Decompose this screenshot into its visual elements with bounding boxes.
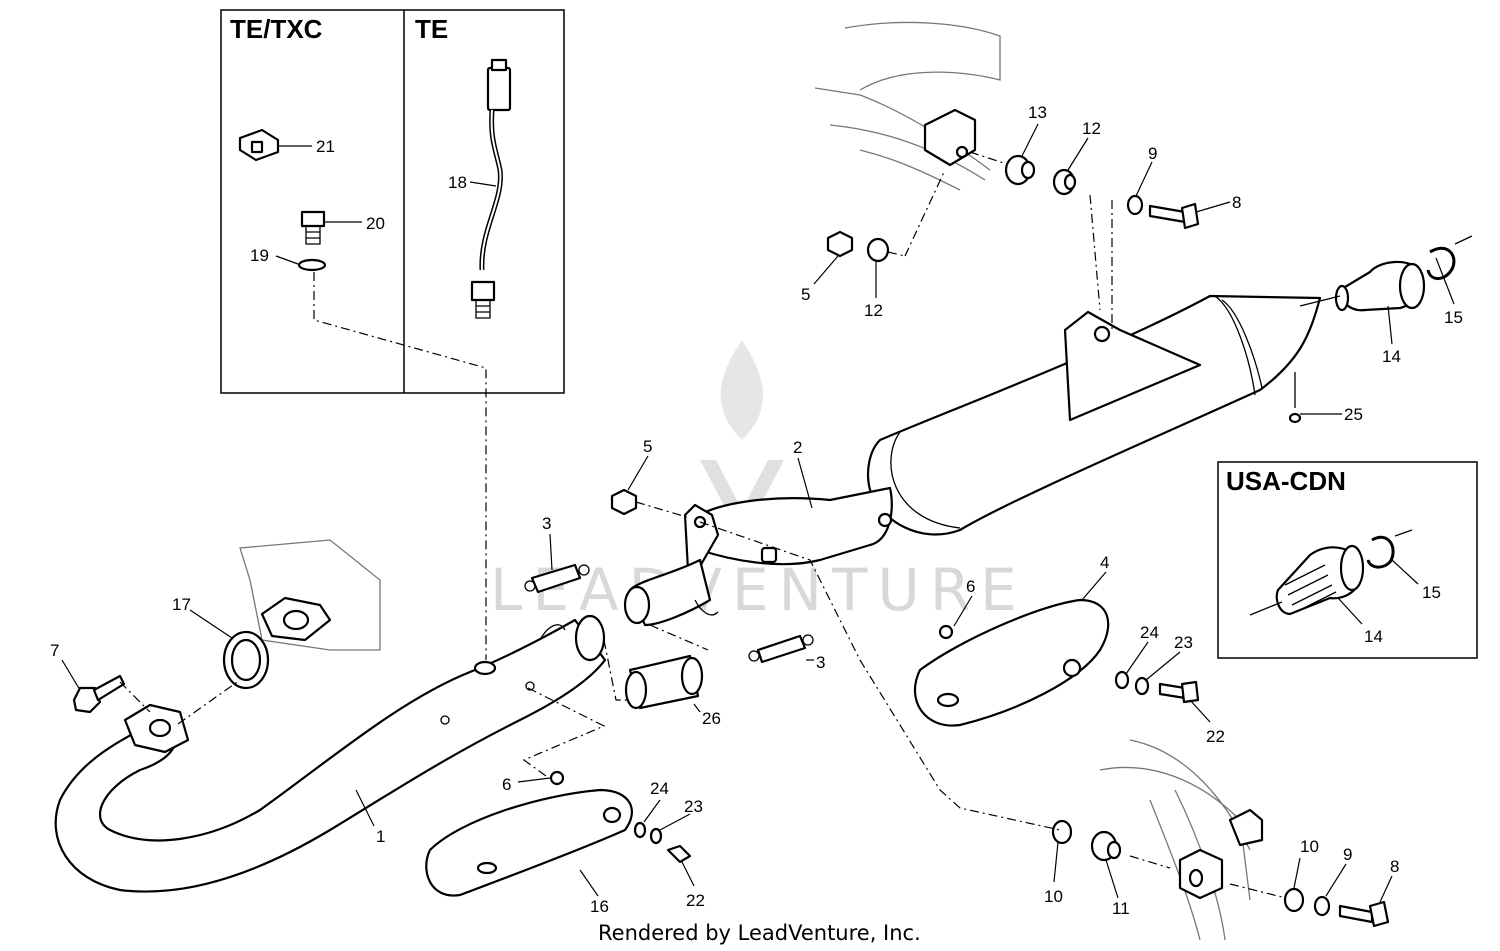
part-washer	[297, 258, 327, 272]
watermark-text: LEADVENTURE	[490, 556, 1027, 624]
callout-23a: 23	[1174, 633, 1193, 652]
callout-25: 25	[1344, 405, 1363, 424]
footer-credit: Rendered by LeadVenture, Inc.	[598, 921, 921, 945]
part-spring-lower	[748, 634, 814, 664]
callout-21: 21	[316, 137, 335, 156]
part-end-cap-top	[1299, 235, 1473, 312]
callout-17: 17	[172, 595, 191, 614]
callout-12b: 12	[864, 301, 883, 320]
part-spring-upper	[524, 563, 590, 594]
callout-10b: 10	[1300, 837, 1319, 856]
callout-22a: 22	[1206, 727, 1225, 746]
callout-24b: 24	[650, 779, 669, 798]
callout-24a: 24	[1140, 623, 1159, 642]
part-screw-plug	[300, 210, 326, 245]
mount-hardware-top	[1004, 154, 1200, 330]
callout-14b: 14	[1364, 627, 1383, 646]
callout-9b: 9	[1343, 845, 1352, 864]
shield-hardware-lower	[549, 770, 692, 864]
inset-usa-cdn: USA-CDN	[1217, 461, 1478, 659]
part-lambda-sensor	[470, 58, 512, 319]
callout-1: 1	[376, 827, 385, 846]
callout-23b: 23	[684, 797, 703, 816]
callout-7: 7	[50, 641, 59, 660]
callout-13: 13	[1028, 103, 1047, 122]
callout-5b: 5	[643, 437, 652, 456]
callout-3b: 3	[816, 653, 825, 672]
box-title-te: TE	[415, 14, 448, 44]
part-sleeve	[624, 654, 704, 710]
callout-leaders	[61, 123, 1455, 903]
callout-12a: 12	[1082, 119, 1101, 138]
mount-nut-mid	[610, 488, 691, 519]
part-silencer	[623, 294, 1322, 627]
part-heat-shield-lower	[425, 788, 633, 897]
cylinder-flange	[239, 539, 381, 651]
callout-6b: 6	[502, 775, 511, 794]
callout-15b: 15	[1422, 583, 1441, 602]
frame-top	[814, 21, 1011, 191]
callout-8b: 8	[1390, 857, 1399, 876]
assembly-lines	[119, 521, 1061, 831]
callout-6a: 6	[966, 577, 975, 596]
callout-11: 11	[1112, 899, 1130, 918]
callout-10a: 10	[1044, 887, 1063, 906]
mount-nut-top	[826, 169, 946, 263]
callout-18: 18	[448, 173, 467, 192]
inset-te-txc: TE/TXC TE	[220, 9, 565, 660]
callout-5a: 5	[801, 285, 810, 304]
watermark: LEADVENTURE	[490, 340, 1027, 624]
callout-4: 4	[1100, 553, 1109, 572]
frame-bottom	[1099, 739, 1264, 941]
part-heat-shield-upper	[914, 598, 1110, 727]
callout-3a: 3	[542, 514, 551, 533]
callout-22b: 22	[686, 891, 705, 910]
callout-20: 20	[366, 214, 385, 233]
box-title-te-txc: TE/TXC	[230, 14, 323, 44]
mount-hardware-bottom	[1051, 819, 1390, 928]
part-gasket	[222, 630, 270, 690]
callout-8a: 8	[1232, 193, 1241, 212]
part-screw-small	[1288, 372, 1342, 424]
callout-14a: 14	[1382, 347, 1401, 366]
callout-15a: 15	[1444, 308, 1463, 327]
part-bolt-flange	[72, 674, 126, 714]
shield-hardware-upper	[938, 624, 1200, 704]
callout-26: 26	[702, 709, 721, 728]
callout-19: 19	[250, 246, 269, 265]
part-header-pipe	[54, 614, 607, 893]
callout-9a: 9	[1148, 144, 1157, 163]
callout-16: 16	[590, 897, 609, 916]
box-title-usa-cdn: USA-CDN	[1226, 466, 1346, 496]
callouts: 21 20 19 18 13 12 9 8 5 12 15 14 25 5 2 …	[50, 103, 1463, 918]
part-plug	[238, 128, 280, 162]
callout-2: 2	[793, 438, 802, 457]
